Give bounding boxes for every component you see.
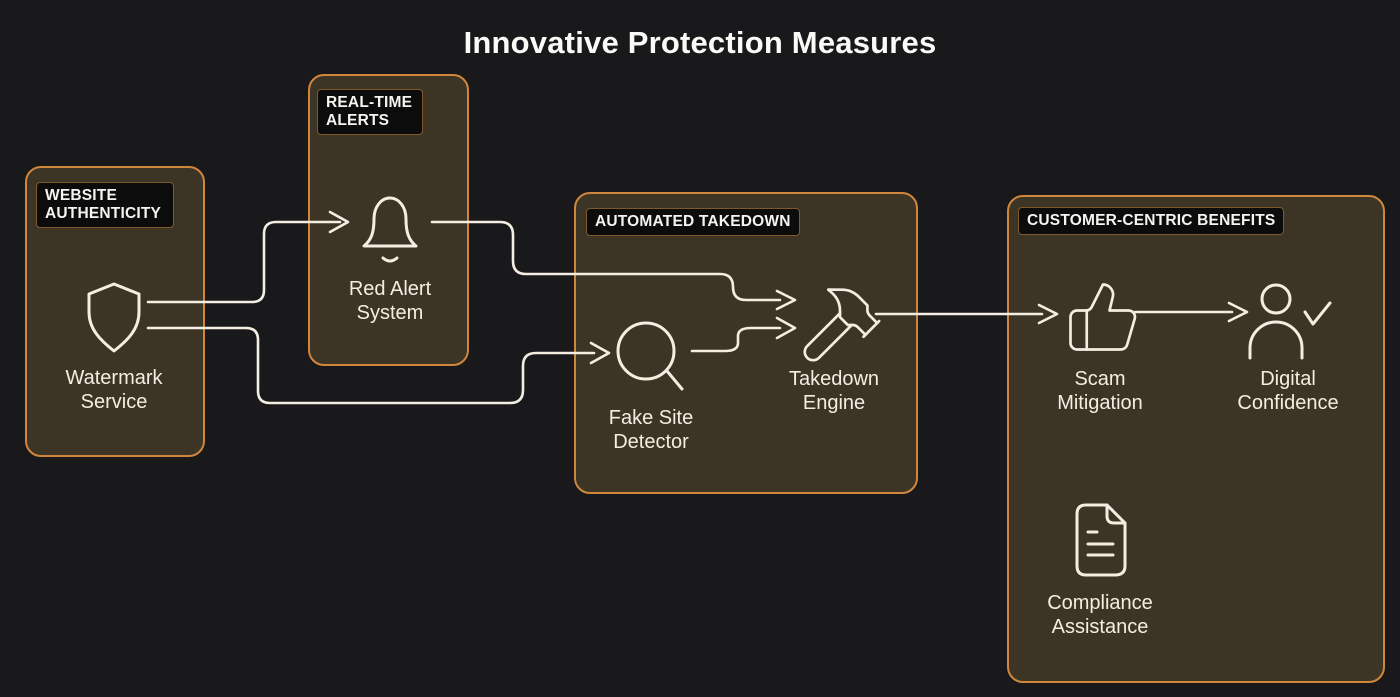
node-label-fake-site-detector: Fake Site Detector [608, 407, 694, 453]
hammer-icon [793, 278, 887, 372]
group-label-automated-takedown: AUTOMATED TAKEDOWN [586, 208, 800, 236]
node-label-watermark-service: Watermark Service [65, 367, 163, 413]
thumbs-up-icon [1064, 276, 1142, 358]
node-label-takedown-engine: Takedown Engine [788, 368, 880, 414]
magnifier-icon [616, 321, 688, 393]
node-label-scam-mitigation: Scam Mitigation [1057, 368, 1143, 414]
group-label-website-authenticity: WEBSITE AUTHENTICITY [36, 182, 174, 228]
user-check-icon [1248, 282, 1332, 360]
shield-icon [85, 280, 143, 356]
document-icon [1068, 501, 1132, 579]
group-label-real-time-alerts: REAL-TIME ALERTS [317, 89, 423, 135]
bell-icon [355, 192, 425, 270]
node-label-compliance-assistance: Compliance Assistance [1047, 592, 1153, 638]
diagram-title: Innovative Protection Measures [463, 25, 937, 60]
node-label-digital-confidence: Digital Confidence [1237, 368, 1339, 414]
group-label-customer-centric-benefits: CUSTOMER-CENTRIC BENEFITS [1018, 207, 1285, 235]
node-label-red-alert-system: Red Alert System [348, 278, 432, 324]
group-customer-centric-benefits [1007, 195, 1385, 683]
